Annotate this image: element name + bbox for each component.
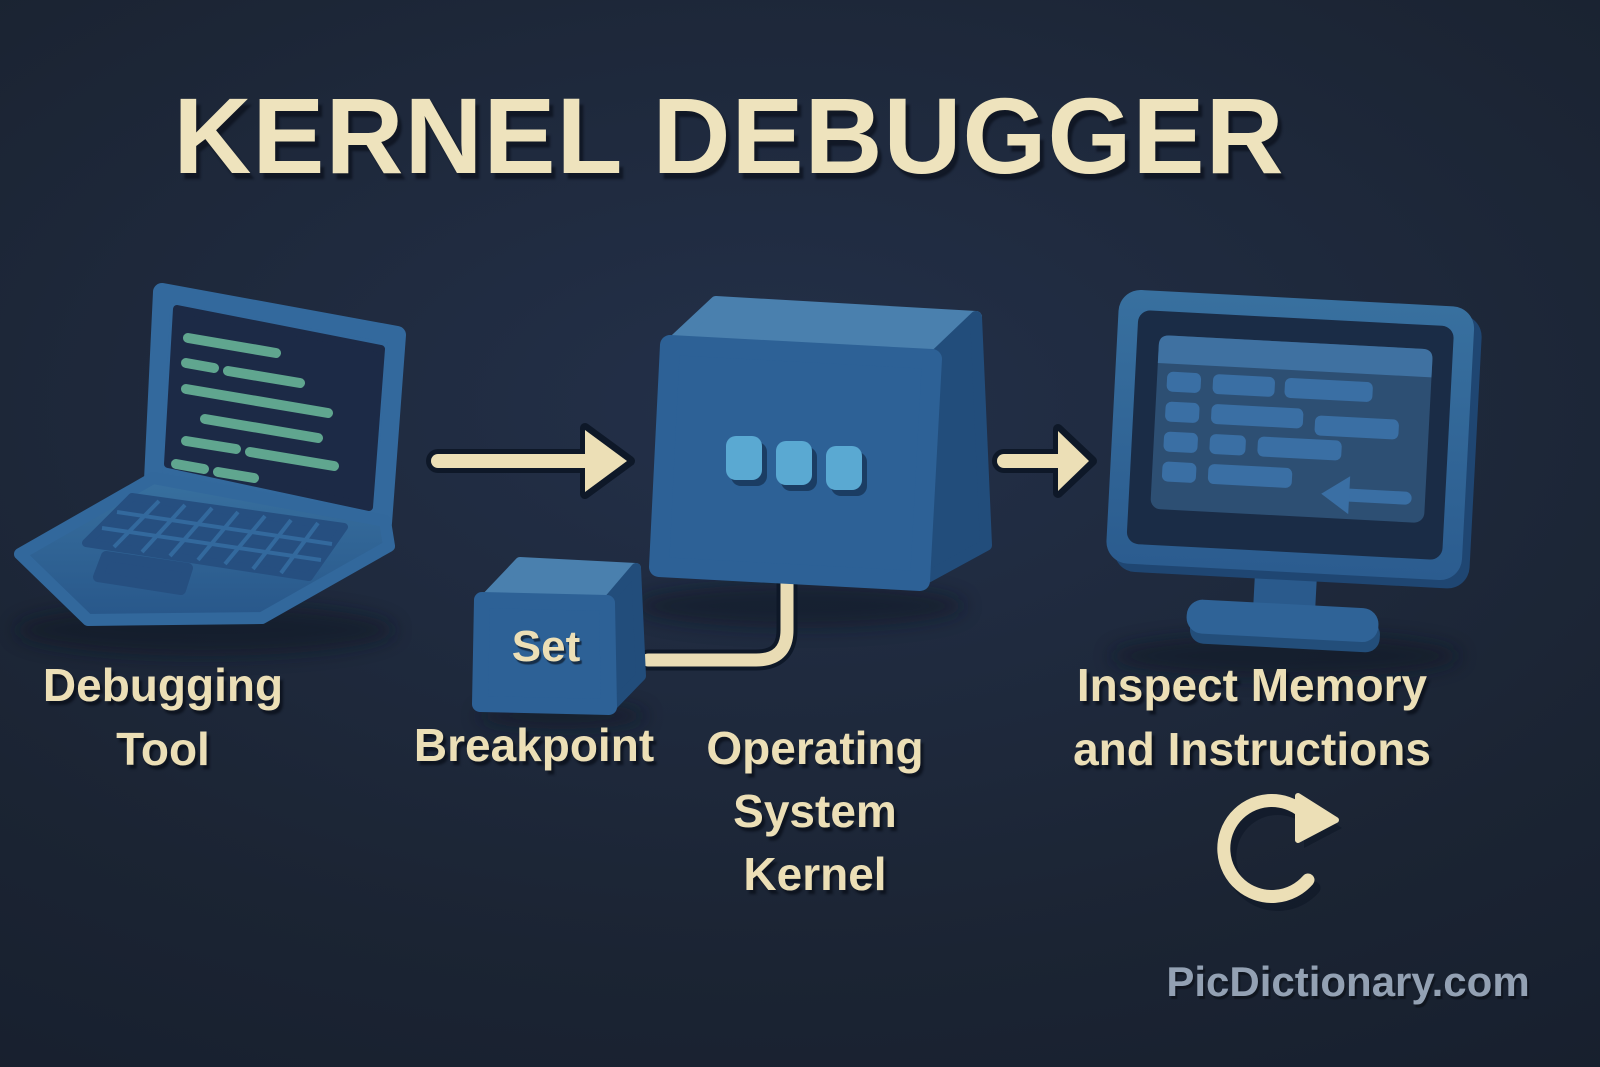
kernel-box-icon — [649, 296, 992, 591]
kernel-chip — [726, 436, 762, 480]
memory-block — [1163, 431, 1198, 453]
refresh-icon — [1217, 793, 1342, 911]
label-os-kernel-line1: Operating — [706, 722, 924, 774]
memory-block — [1257, 436, 1342, 461]
flow-arrow-1-icon — [426, 423, 635, 499]
kernel-chips — [726, 436, 867, 496]
code-lines-icon — [171, 333, 339, 483]
memory-block — [1166, 371, 1202, 393]
laptop-trackpad — [93, 551, 193, 595]
laptop-keyboard — [82, 493, 348, 581]
label-debugging-tool-line2: Tool — [116, 723, 210, 775]
label-debugging-tool: Debugging Tool — [43, 653, 283, 781]
memory-window — [1150, 335, 1433, 523]
label-inspect-memory-line2: and Instructions — [1073, 723, 1431, 775]
memory-block — [1165, 401, 1200, 423]
memory-block — [1161, 461, 1197, 483]
memory-blocks — [1161, 371, 1399, 488]
label-debugging-tool-line1: Debugging — [42, 659, 284, 711]
memory-block — [1209, 434, 1246, 456]
kernel-chip — [776, 441, 812, 485]
label-breakpoint: Breakpoint — [413, 719, 655, 771]
monitor-stand — [1186, 558, 1380, 653]
memory-block — [1284, 377, 1373, 402]
ground-shadows — [15, 584, 1460, 729]
memory-block — [1211, 404, 1304, 429]
breakpoint-connector-line — [637, 571, 798, 671]
watermark: PicDictionary.com — [1166, 958, 1530, 1005]
memory-window-titlebar — [1157, 335, 1433, 378]
label-os-kernel-line2: System — [733, 785, 897, 837]
memory-block — [1314, 415, 1399, 440]
monitor-icon — [1106, 290, 1482, 653]
page-title: KERNEL DEBUGGER — [173, 75, 1285, 196]
memory-block — [1207, 464, 1293, 488]
breakpoint-cube-front-face — [472, 592, 617, 715]
flow-arrow-2-icon — [992, 424, 1097, 498]
label-os-kernel: Operating System Kernel — [706, 717, 923, 906]
laptop-icon — [14, 283, 406, 626]
kernel-chip — [826, 446, 862, 490]
memory-block — [1212, 374, 1275, 397]
label-inspect-memory-line1: Inspect Memory — [1076, 659, 1428, 711]
breakpoint-cube-icon — [472, 557, 646, 715]
breakpoint-cube-text: Set — [511, 622, 581, 671]
memory-arrow-icon — [1321, 476, 1412, 515]
label-inspect-memory: Inspect Memory and Instructions — [1073, 653, 1431, 781]
label-os-kernel-line3: Kernel — [743, 848, 887, 900]
